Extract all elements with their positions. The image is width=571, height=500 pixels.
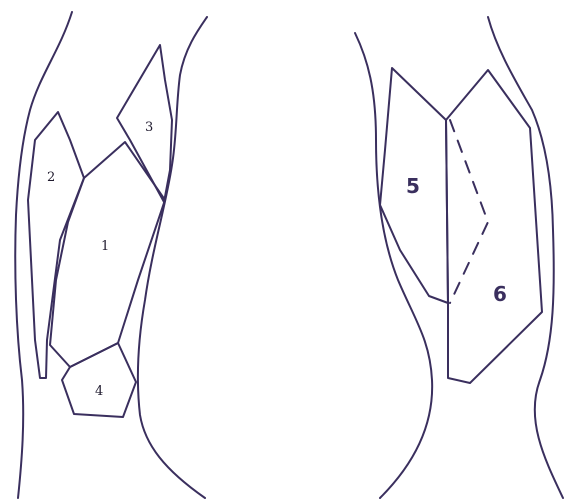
region-5-label: 5 [406,174,420,198]
region-6-label: 6 [493,282,507,306]
region-3-label: 3 [145,120,153,135]
region-4-label: 4 [95,384,103,399]
region-2-label: 2 [47,170,55,185]
region-1-label: 1 [101,239,109,254]
